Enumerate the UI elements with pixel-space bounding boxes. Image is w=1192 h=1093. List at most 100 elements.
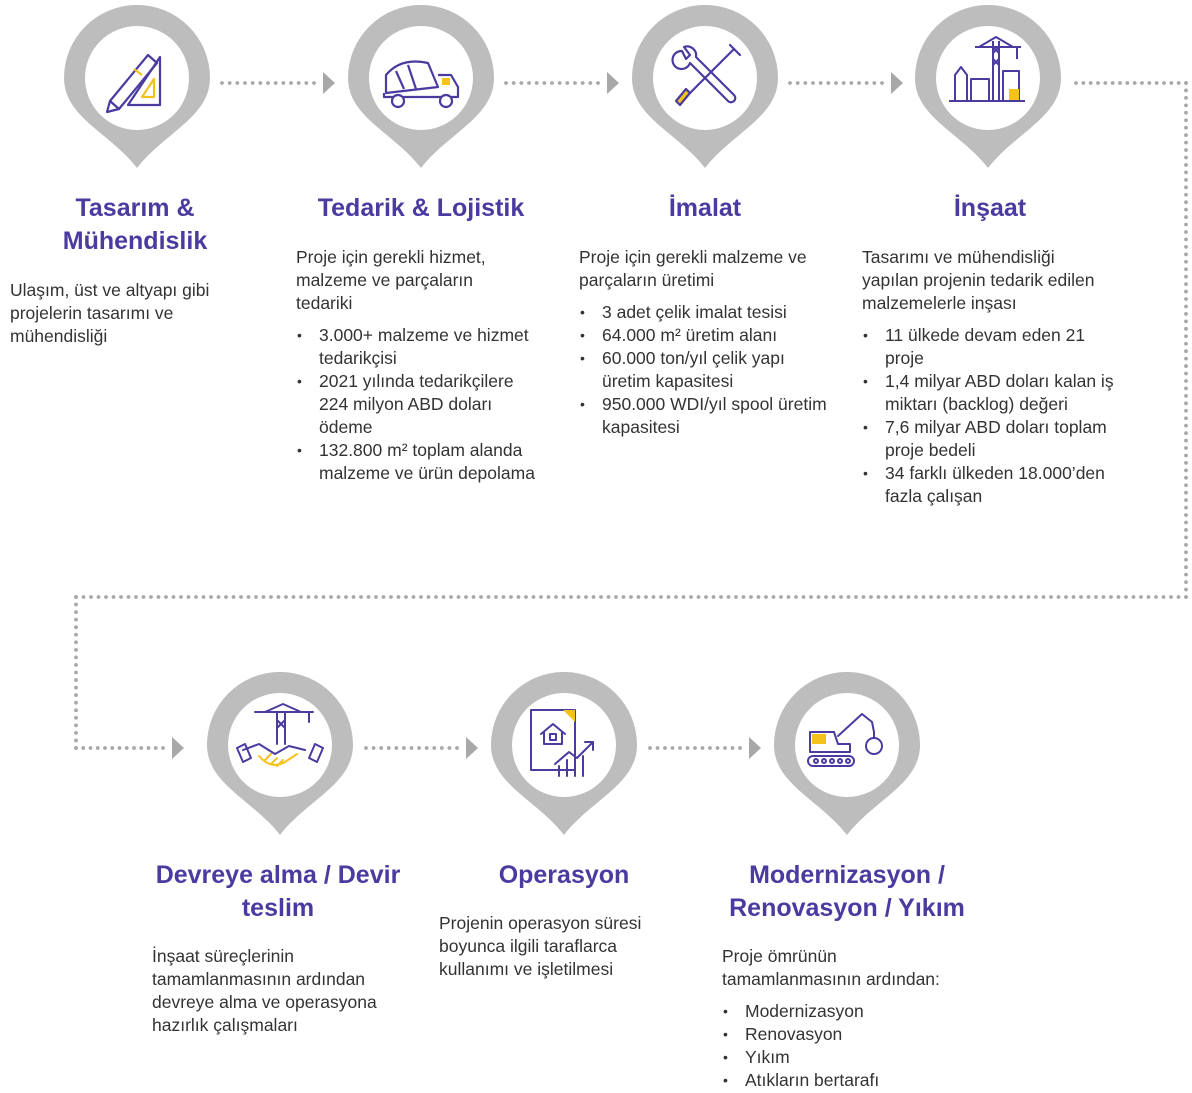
connector-dot [723, 746, 727, 750]
connector-dot [1184, 550, 1188, 555]
connector-dot [74, 738, 78, 743]
connector-dot [546, 595, 551, 599]
connector-dot [685, 746, 690, 750]
connector-dot [696, 595, 701, 599]
connector-dot [74, 625, 78, 630]
connector-dot [1184, 140, 1188, 145]
construction-crane-buildings-icon [949, 36, 1025, 102]
connector-dot [1184, 125, 1188, 130]
connector-dot [655, 746, 660, 750]
connector-dot [186, 595, 191, 599]
connector-dot [501, 595, 506, 599]
connector-dot [110, 746, 115, 750]
connector-dot [857, 81, 861, 85]
step-6-title: Operasyon [498, 861, 630, 889]
connector-dot [738, 746, 742, 750]
connector-dot [689, 595, 693, 599]
connector-dot [449, 595, 453, 599]
connector-dot [1079, 595, 1083, 599]
step-6-pin [489, 672, 639, 837]
connector-dot [141, 595, 146, 599]
step-1-title: Tasarım & Mühendislik [62, 194, 208, 255]
connector-dot [432, 746, 437, 750]
connector-6-7 [648, 737, 761, 759]
connector-dot [312, 81, 316, 85]
connector-dot [1184, 587, 1188, 592]
connector-dot [809, 595, 813, 599]
connector-dot [441, 595, 446, 599]
connector-dot [534, 81, 539, 85]
connector-dot [1184, 483, 1188, 488]
connector-dot [1184, 572, 1188, 577]
step-5-title: Devreye alma / Devir teslim [155, 861, 401, 922]
connector-dot [861, 595, 866, 599]
step-6-description: Projenin operasyon süresi boyunca ilgili… [439, 913, 642, 979]
connector-dot [936, 595, 941, 599]
connector-dot [479, 595, 483, 599]
connector-dot [74, 723, 78, 728]
connector-dot [666, 595, 671, 599]
connector-dot [826, 81, 831, 85]
connector-dot [779, 595, 783, 599]
arrow-head-icon [891, 72, 903, 94]
wrench-screwdriver-icon [671, 43, 742, 107]
list-item: Yıkım [722, 1046, 962, 1069]
connector-dot [250, 81, 255, 85]
connector-dot [88, 746, 93, 750]
connector-dot [693, 746, 697, 750]
connector-dot [81, 746, 86, 750]
connector-dot [906, 595, 911, 599]
connector-dot [1169, 595, 1173, 599]
connector-dot [1176, 81, 1181, 85]
connector-dot [715, 746, 720, 750]
connector-dot [344, 595, 348, 599]
connector-dot [764, 595, 768, 599]
connector-dot [409, 746, 414, 750]
connector-dot [944, 595, 948, 599]
step-2-bullet-list: 3.000+ malzeme ve hizmet tedarikçisi 202… [296, 324, 541, 485]
connector-dot [81, 595, 86, 599]
connector-dot [284, 595, 288, 599]
connector-dot [516, 595, 521, 599]
connector-dot [1124, 595, 1128, 599]
connector-dot [899, 595, 903, 599]
connector-dot [636, 595, 641, 599]
connector-dot [266, 81, 270, 85]
handshake-crane-icon [236, 703, 324, 767]
list-item: 64.000 m² üretim alanı [579, 324, 829, 347]
connector-dot [1184, 215, 1188, 219]
connector-dot [1184, 386, 1188, 391]
connector-dot [1184, 95, 1188, 100]
connector-dot [1088, 81, 1093, 85]
connector-dot [246, 595, 251, 599]
connector-dot [124, 746, 129, 750]
connector-dot [179, 595, 183, 599]
connector-dot [726, 595, 731, 599]
connector-dot [1184, 170, 1188, 175]
connector-dot [269, 595, 273, 599]
connector-dot [1184, 282, 1188, 287]
connector-dot [156, 595, 161, 599]
building-growth-chart-icon [530, 709, 594, 777]
connector-dot [74, 693, 78, 698]
connector-dot [455, 746, 459, 750]
connector-dot [74, 678, 78, 682]
connector-dot [134, 595, 138, 599]
connector-dot [117, 746, 122, 750]
connector-dot [1184, 580, 1188, 585]
list-item: Atıkların bertarafı [722, 1069, 962, 1092]
connector-dot [1184, 528, 1188, 532]
connector-dot [818, 81, 823, 85]
connector-dot [456, 595, 461, 599]
connector-dot [379, 746, 384, 750]
connector-dot [289, 81, 293, 85]
connector-dot [304, 81, 309, 85]
connector-dot [1184, 431, 1188, 436]
connector-dot [336, 595, 341, 599]
connector-dot [849, 81, 854, 85]
connector-dot [1184, 438, 1188, 443]
connector-dot [659, 595, 663, 599]
connector-dot [580, 81, 585, 85]
connector-dot [1109, 595, 1113, 599]
connector-dot [396, 595, 401, 599]
